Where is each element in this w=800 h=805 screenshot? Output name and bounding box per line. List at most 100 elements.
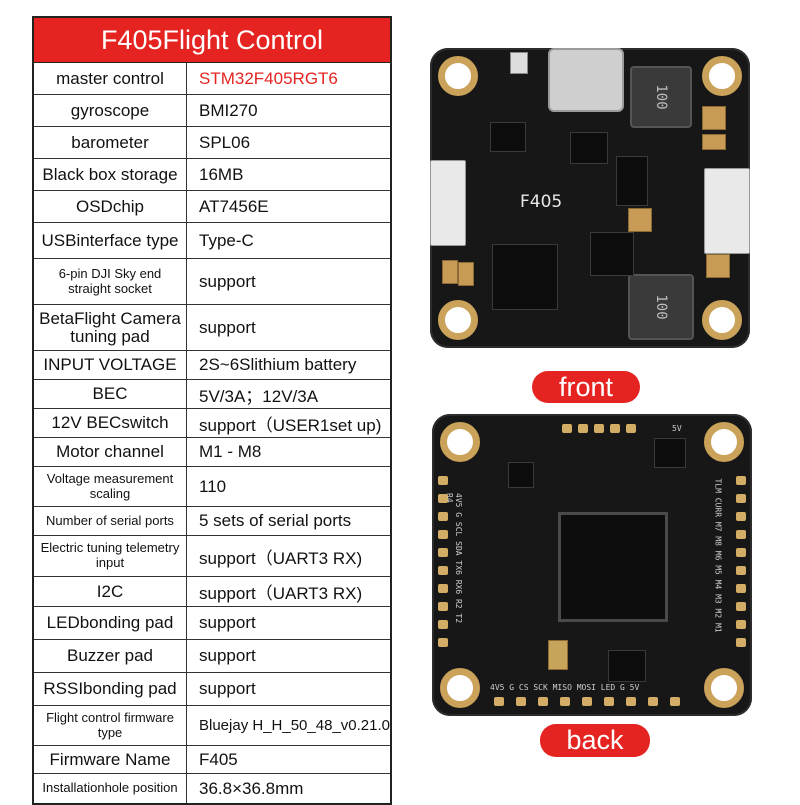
spec-row-buzzer-pad: Buzzer pad support: [34, 640, 390, 673]
component: [548, 640, 568, 670]
spec-label: gyroscope: [34, 95, 187, 126]
pad-label: 4V5 G CS SCK MISO MOSI LED G 5V: [490, 683, 640, 692]
spec-row-i2c: I2C support（UART3 RX): [34, 577, 390, 607]
solder-pad: [438, 476, 448, 485]
solder-pad: [626, 424, 636, 433]
spec-table: F405Flight Control master control STM32F…: [32, 16, 392, 805]
spec-value: BMI270: [199, 100, 258, 120]
spec-label: RSSIbonding pad: [34, 673, 187, 705]
button: [510, 52, 528, 74]
spec-value: support（USER1set up): [199, 415, 382, 435]
component: [442, 260, 458, 284]
solder-pad: [736, 476, 746, 485]
spec-label: LEDbonding pad: [34, 607, 187, 639]
spec-row-bec-switch: 12V BECswitch support（USER1set up): [34, 409, 390, 438]
solder-pad: [604, 697, 614, 706]
solder-pad: [538, 697, 548, 706]
solder-pad: [610, 424, 620, 433]
solder-pad: [438, 530, 448, 539]
component: [628, 208, 652, 232]
chip: [616, 156, 648, 206]
solder-pad: [578, 424, 588, 433]
solder-pad: [516, 697, 526, 706]
spec-value: support: [199, 317, 256, 337]
spec-table-title: F405Flight Control: [34, 18, 390, 63]
solder-pad: [736, 548, 746, 557]
spec-row-firmware-name: Firmware Name F405: [34, 746, 390, 774]
spec-label: 12V BECswitch: [34, 409, 187, 437]
usb-c-port: [548, 48, 624, 112]
solder-pad: [562, 424, 572, 433]
mcu-chip: [558, 512, 668, 622]
chip: [570, 132, 608, 164]
spec-label: Flight control firmware type: [34, 706, 187, 745]
spec-row-camera-pad: BetaFlight Camera tuning pad support: [34, 305, 390, 351]
component: [706, 254, 730, 278]
spec-row-voltage-scaling: Voltage measurement scaling 110: [34, 467, 390, 507]
spec-value: SPL06: [199, 132, 251, 152]
spec-row-usb-type: USBinterface type Type-C: [34, 223, 390, 259]
spec-value: support（UART3 RX): [199, 548, 363, 568]
solder-pad: [736, 638, 746, 647]
solder-pad: [582, 697, 592, 706]
spec-label: BetaFlight Camera tuning pad: [34, 305, 187, 350]
solder-pad: [736, 566, 746, 575]
spec-row-telemetry-input: Electric tuning telemetry input support（…: [34, 536, 390, 577]
front-board-image: 100 100 F405: [430, 48, 750, 348]
spec-row-master-control: master control STM32F405RGT6: [34, 63, 390, 95]
spec-row-osd-chip: OSDchip AT7456E: [34, 191, 390, 223]
spec-row-serial-ports: Number of serial ports 5 sets of serial …: [34, 507, 390, 536]
inductor: 100: [630, 66, 692, 128]
spec-label: 6-pin DJI Sky end straight socket: [34, 259, 187, 304]
spec-row-led-pad: LEDbonding pad support: [34, 607, 390, 640]
spec-value: support: [199, 679, 256, 698]
spec-value: Bluejay H_H_50_48_v0.21.0: [199, 717, 390, 734]
component: [702, 106, 726, 130]
spec-label: USBinterface type: [34, 223, 187, 258]
solder-pad: [438, 494, 448, 503]
spec-value: 16MB: [199, 164, 244, 184]
chip: [490, 122, 526, 152]
pad-label: 4V5 G SCL SDA TX6 RX6 R2 T2 R4: [445, 493, 463, 624]
spec-label: BEC: [34, 380, 187, 408]
spec-label: master control: [34, 63, 187, 94]
spec-label: Buzzer pad: [34, 640, 187, 672]
chip: [590, 232, 634, 276]
solder-pad: [494, 697, 504, 706]
solder-pad: [626, 697, 636, 706]
spec-value: F405: [199, 749, 238, 769]
solder-pad: [670, 697, 680, 706]
mounting-hole: [702, 56, 742, 96]
spec-value: support（UART3 RX): [199, 584, 363, 603]
solder-pad: [736, 620, 746, 629]
mounting-hole: [702, 300, 742, 340]
spec-label: Installationhole position: [34, 774, 187, 803]
solder-pad: [438, 566, 448, 575]
spec-row-barometer: barometer SPL06: [34, 127, 390, 159]
solder-pad: [438, 584, 448, 593]
chip: [654, 438, 686, 468]
spec-value: 5V/3A；12V/3A: [199, 386, 319, 406]
spec-label: Firmware Name: [34, 746, 187, 773]
spec-value: 2S~6Slithium battery: [199, 355, 357, 374]
connector: [704, 168, 750, 254]
spec-label: Black box storage: [34, 159, 187, 190]
spec-value: STM32F405RGT6: [199, 68, 338, 88]
solder-pad: [560, 697, 570, 706]
chip: [508, 462, 534, 488]
spec-row-bec: BEC 5V/3A；12V/3A: [34, 380, 390, 409]
mounting-hole: [440, 422, 480, 462]
spec-value: M1 - M8: [199, 442, 262, 461]
spec-value: support: [199, 613, 256, 632]
connector: [430, 160, 466, 246]
spec-row-firmware-type: Flight control firmware type Bluejay H_H…: [34, 706, 390, 746]
spec-label: Voltage measurement scaling: [34, 467, 187, 506]
solder-pad: [648, 697, 658, 706]
mounting-hole: [438, 56, 478, 96]
spec-value: AT7456E: [199, 196, 269, 216]
spec-row-gyroscope: gyroscope BMI270: [34, 95, 390, 127]
spec-label: Number of serial ports: [34, 507, 187, 535]
spec-row-motor-channel: Motor channel M1 - M8: [34, 438, 390, 467]
solder-pad: [438, 638, 448, 647]
inductor: 100: [628, 274, 694, 340]
